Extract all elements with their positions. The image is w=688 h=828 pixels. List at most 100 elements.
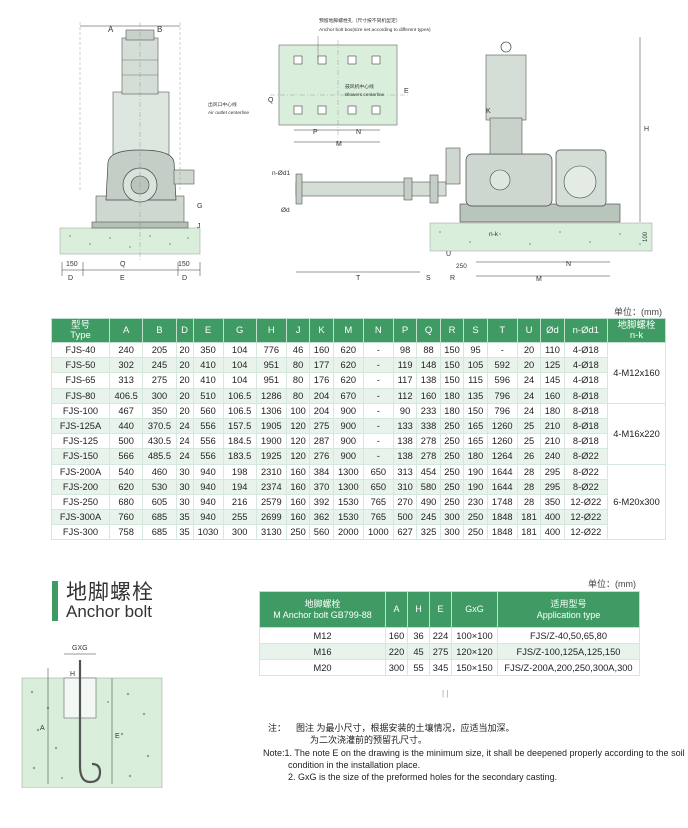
value-cell: 250 [439,433,465,450]
svg-text:D: D [68,275,73,282]
value-cell: 20 [516,341,542,359]
value-cell: 1530 [332,509,364,526]
value-cell: 150 [439,357,465,374]
value-cell: 8-Ø18 [563,433,609,450]
value-cell: 176 [309,372,334,389]
value-cell: 556 [192,448,224,465]
value-cell: 55 [407,659,430,676]
value-cell: 125 [540,357,565,374]
value-cell: 80 [285,387,311,404]
value-cell: 627 [392,524,418,541]
value-cell: 1000 [362,524,394,541]
value-cell: M12 [259,627,386,644]
value-cell: 204 [309,387,334,404]
value-cell: 1264 [486,448,518,465]
anchor-title-cn: 地脚螺栓 [66,580,154,604]
type-cell: FJS-200A [51,463,110,480]
value-cell: 210 [540,433,565,450]
svg-text:N: N [566,261,571,268]
type-cell: FJS-40 [51,341,110,359]
value-cell: 1300 [332,463,364,480]
value-cell: 150 [439,372,465,389]
value-cell: 392 [309,493,334,511]
svg-text:E: E [404,88,409,95]
value-cell: 410 [192,357,224,374]
svg-text:Q: Q [268,97,274,104]
col-11: P [392,318,418,343]
svg-text:M: M [536,276,542,283]
value-cell: 1848 [486,509,518,526]
value-cell: 400 [540,524,565,541]
col-18: n-Ød1 [563,318,609,343]
value-cell: 685 [142,524,177,541]
value-cell: 160 [285,463,311,480]
value-cell: 28 [516,493,542,511]
value-cell: 313 [392,463,418,480]
col-1: A [108,318,144,343]
type-cell: FJS-125A [51,417,110,435]
col-6: H [255,318,287,343]
anchor-bolt-table: 地脚螺栓 M Anchor bolt GB799-88 A H E GxG 适用… [259,591,640,676]
value-cell: 245 [142,357,177,374]
anchor-unit-label: 单位：(mm) [588,579,636,589]
value-cell: 20 [175,402,194,419]
type-cell: FJS-65 [51,372,110,389]
col-5: G [222,318,257,343]
value-cell: 313 [108,372,144,389]
value-cell: 8-Ø18 [563,387,609,404]
value-cell: 765 [362,509,394,526]
value-cell: 95 [463,341,488,359]
value-cell: - [362,417,394,435]
svg-text:M: M [336,141,342,148]
value-cell: 460 [142,463,177,480]
value-cell: 30 [175,478,194,495]
col-3: D [175,318,194,343]
value-cell: 400 [540,509,565,526]
value-cell: 900 [332,433,364,450]
svg-text:J: J [197,223,201,230]
value-cell: - [362,448,394,465]
section-accent-bar [52,581,58,621]
value-cell: 796 [486,387,518,404]
svg-text:GXG: GXG [72,645,88,652]
value-cell: 796 [486,402,518,419]
svg-text:D: D [182,275,187,282]
value-cell: 300 [385,659,408,676]
svg-text:n-k: n-k [489,231,499,238]
value-cell: 940 [192,463,224,480]
value-cell: 240 [108,341,144,359]
value-cell: 1030 [192,524,224,541]
anchor-bolt-group: 4-M12x160 [607,342,666,404]
value-cell: 112 [392,387,418,404]
svg-text:T: T [356,275,361,282]
value-cell: 245 [416,509,441,526]
value-cell: 490 [416,493,441,511]
value-cell: 165 [463,433,488,450]
svg-text:G: G [197,203,202,210]
col-E: E [429,591,452,628]
value-cell: 150 [463,402,488,419]
value-cell: 150×150 [451,659,498,676]
value-cell: 160 [285,509,311,526]
col-9: M [332,318,364,343]
svg-text:Anchor bolt box(size set accor: Anchor bolt box(size set according to di… [319,27,431,33]
value-cell: 110 [540,341,565,359]
value-cell: 485.5 [142,448,177,465]
value-cell: 28 [516,478,542,495]
value-cell: 250 [439,417,465,435]
value-cell: 104 [222,357,257,374]
value-cell: 900 [332,417,364,435]
value-cell: 35 [175,509,194,526]
value-cell: 80 [285,372,311,389]
type-cell: FJS-150 [51,448,110,465]
value-cell: 138 [392,448,418,465]
svg-text:N: N [356,129,361,136]
value-cell: 24 [516,372,542,389]
value-cell: 250 [463,509,488,526]
svg-text:E: E [120,275,125,282]
